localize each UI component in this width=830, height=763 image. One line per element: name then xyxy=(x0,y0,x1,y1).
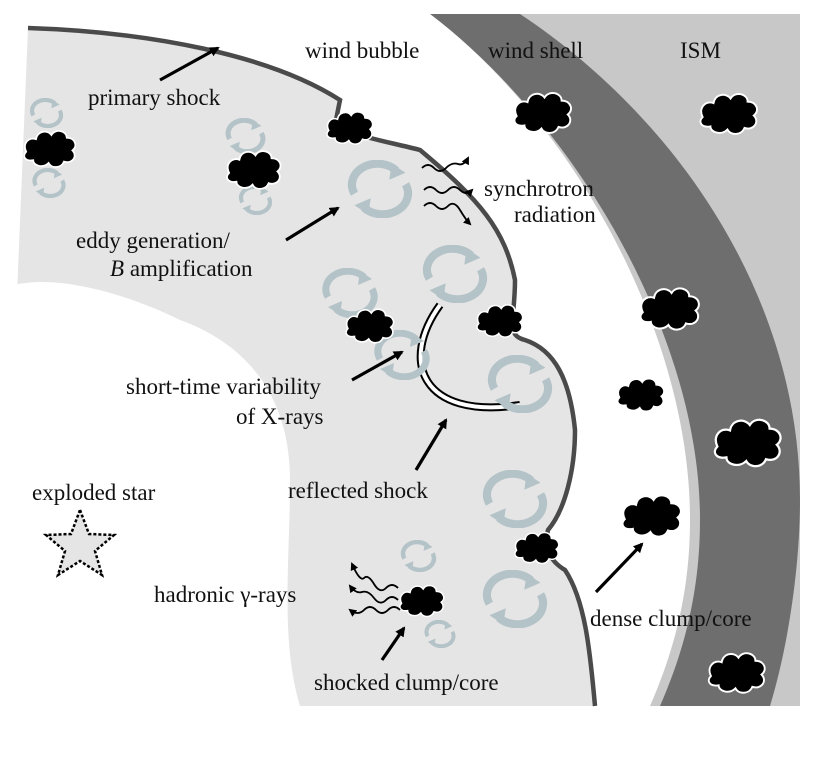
wind-bubble-label: wind bubble xyxy=(305,38,419,63)
eddy-label-1: eddy generation/ xyxy=(76,228,231,253)
dense-clump-label: dense clump/core xyxy=(590,606,752,631)
wind-shell-label: wind shell xyxy=(488,38,583,63)
gamma-ray-wave-icon xyxy=(348,584,399,604)
ejecta-region xyxy=(0,281,300,706)
primary-shock-label: primary shock xyxy=(88,85,221,110)
shocked-clump-arrow xyxy=(380,626,406,661)
variability-arrow xyxy=(351,350,404,382)
gamma-ray-wave-icon xyxy=(348,606,401,617)
variability-label-2: of X-rays xyxy=(236,404,324,429)
synchrotron-wave-icon xyxy=(421,156,469,172)
gamma-ray-wave-icon xyxy=(350,562,399,592)
synchrotron-wave-icon xyxy=(423,202,472,226)
synchrotron-label-2: radiation xyxy=(514,202,596,227)
dense-clump-arrow xyxy=(594,542,644,594)
reflected-shock-label: reflected shock xyxy=(288,478,428,503)
variability-label-1: short-time variability xyxy=(126,374,321,399)
reflected-shock-arrow xyxy=(414,418,448,471)
exploded-star-icon xyxy=(42,506,118,578)
primary-shock-arrow xyxy=(159,46,220,82)
shocked-clump-label: shocked clump/core xyxy=(314,670,499,695)
eddy-label-2: B amplification xyxy=(110,256,253,281)
synchrotron-wave-icon xyxy=(423,186,474,198)
synchrotron-label-1: synchrotron xyxy=(484,176,594,201)
eddy-arrow xyxy=(285,206,340,242)
wind-shell-band xyxy=(430,14,800,706)
ism-label: ISM xyxy=(680,38,721,63)
hadronic-label: hadronic γ-rays xyxy=(154,582,296,607)
exploded-star-label: exploded star xyxy=(32,480,156,505)
